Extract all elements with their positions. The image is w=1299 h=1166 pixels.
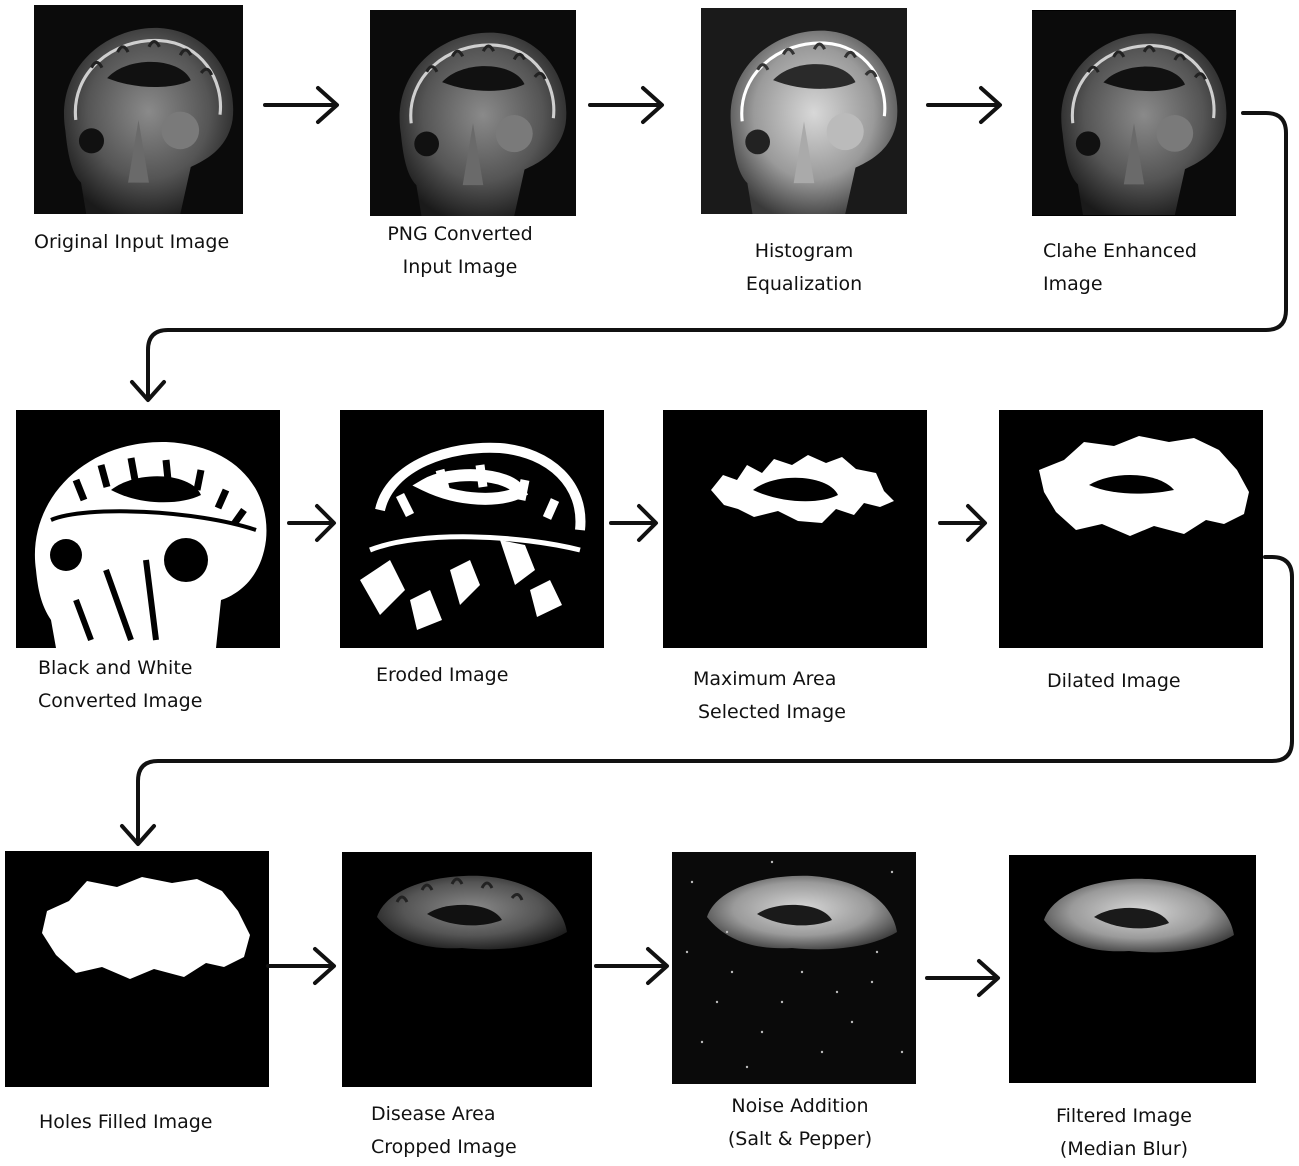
panel-eroded <box>340 410 604 648</box>
panel-holes-filled <box>5 851 269 1087</box>
label-eroded: Eroded Image <box>376 664 509 686</box>
panel-png-converted <box>370 10 576 216</box>
panel-histogram-equalization <box>701 8 907 214</box>
panel-disease-area-cropped <box>342 852 592 1087</box>
label-holes-filled: Holes Filled Image <box>39 1111 213 1133</box>
label-original-input: Original Input Image <box>34 231 230 253</box>
label-histogram-equalization: Histogram Equalization <box>745 240 863 295</box>
panel-maximum-area <box>663 410 927 648</box>
panel-dilated <box>999 410 1263 648</box>
arrow-r1-3 <box>926 86 1002 124</box>
panel-original-input <box>34 5 243 214</box>
label-noise-addition: Noise Addition (Salt & Pepper) <box>727 1095 873 1150</box>
label-dilated: Dilated Image <box>1047 670 1181 692</box>
panel-black-white <box>16 410 280 648</box>
arrow-r2-2 <box>609 504 658 542</box>
label-disease-area-cropped: Disease Area Cropped Image <box>371 1103 517 1158</box>
arrow-r3-2 <box>594 947 669 985</box>
arrow-r2-1 <box>287 504 336 542</box>
label-black-white: Black and White Converted Image <box>38 657 203 712</box>
label-maximum-area: Maximum Area Selected Image <box>693 668 846 723</box>
panel-clahe-enhanced <box>1032 10 1236 216</box>
label-png-converted: PNG Converted Input Image <box>387 223 533 278</box>
arrow-r3-1 <box>266 947 336 985</box>
arrow-r1-1 <box>263 86 339 124</box>
label-clahe-enhanced: Clahe Enhanced Image <box>1043 240 1197 295</box>
arrow-r1-2 <box>588 86 664 124</box>
arrow-r2-3 <box>938 504 987 542</box>
label-filtered: Filtered Image (Median Blur) <box>1056 1105 1192 1160</box>
panel-filtered <box>1009 855 1256 1083</box>
arrow-r3-3 <box>925 959 1000 997</box>
panel-noise-addition <box>672 852 916 1084</box>
